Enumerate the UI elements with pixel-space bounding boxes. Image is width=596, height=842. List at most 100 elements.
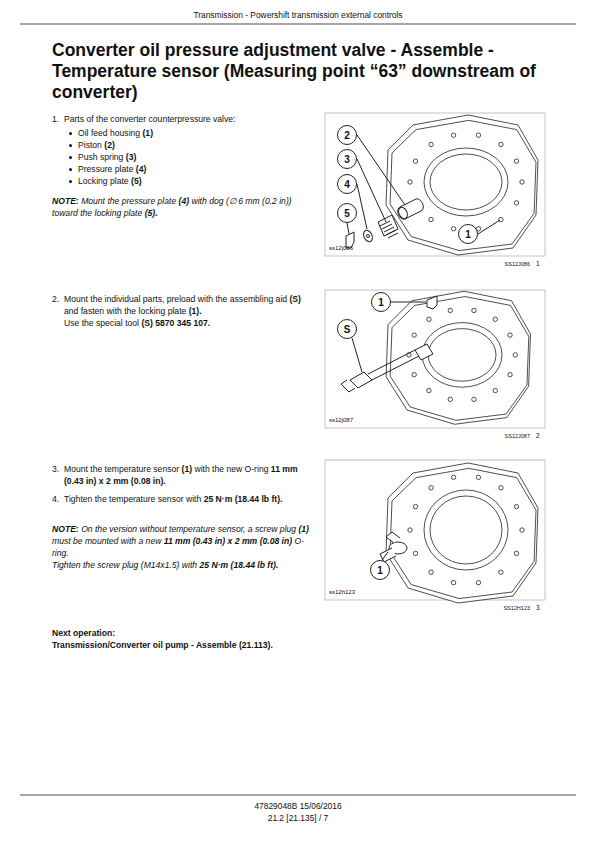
part-item-part: Oil feed housing xyxy=(78,128,140,138)
callout-number: 4 xyxy=(344,179,350,190)
figure-ref: SS12J087 xyxy=(470,432,530,441)
step-text: Use the special tool (S) 5870 345 107. xyxy=(64,317,316,329)
step-number-part: 3. xyxy=(52,464,59,474)
step-number-part: 4. xyxy=(52,494,59,504)
note-text: Tighten the screw plug (M14x1.5) with 25… xyxy=(52,559,314,571)
part-item-part: (3) xyxy=(126,152,137,162)
step-number: 4. xyxy=(52,493,64,505)
next-operation-part: Next operation: xyxy=(52,628,115,638)
note-text: NOTE: Mount the pressure plate (4) with … xyxy=(52,195,314,219)
note-text-part: NOTE: xyxy=(52,524,79,534)
figure-code: ss12j087 xyxy=(329,416,389,425)
figure-number-part: 2 xyxy=(536,432,540,439)
part-item: Piston (2) xyxy=(78,139,308,151)
step-text: Parts of the converter counterpressure v… xyxy=(64,113,316,125)
step-text-part: (1). xyxy=(189,306,202,316)
callout-number: 1 xyxy=(377,565,383,576)
figure-number: 3 xyxy=(536,603,546,612)
note-text-part: 25 N·m (18.44 lb ft). xyxy=(200,560,279,570)
part-item-part: (5) xyxy=(131,176,142,186)
figure-ref: SS12H123 xyxy=(470,604,530,613)
step-text: Mount the individual parts, preload with… xyxy=(64,293,316,317)
part-item-part: (4) xyxy=(136,164,147,174)
step-text-part: (S) 5870 345 107. xyxy=(141,318,210,328)
step-text-part: Mount the individual parts, preload with… xyxy=(64,294,287,304)
figure-code-part: ss12j086 xyxy=(329,245,353,251)
callout-circle: 3 xyxy=(337,149,357,169)
bullet xyxy=(69,180,72,183)
bullet xyxy=(69,156,72,159)
part-item-part: (2) xyxy=(104,140,115,150)
note-text-part: NOTE: xyxy=(52,196,79,206)
note-text-part: must be mounted with a new xyxy=(52,536,161,546)
note-text-part: (5). xyxy=(145,208,158,218)
callout-circle: 5 xyxy=(337,203,357,223)
part-item-part: Locking plate xyxy=(78,176,129,186)
callout-circle: 4 xyxy=(337,174,357,194)
callout-circle: 1 xyxy=(370,560,390,580)
step-text-part: (S) xyxy=(289,294,300,304)
note-text-part: 11 mm (0.43 in) x 2 mm (0.08 in) xyxy=(164,536,292,546)
step-number-part: 2. xyxy=(52,294,59,304)
callout-number: S xyxy=(344,324,351,335)
note-text-part: (1) xyxy=(298,524,309,534)
page-title: Converter oil pressure adjustment valve … xyxy=(52,40,552,103)
step-text-part: Use the special tool xyxy=(64,318,139,328)
step-text-part: and fasten with the locking plate xyxy=(64,306,186,316)
next-operation-part: Transmission/Converter oil pump - Assemb… xyxy=(52,640,273,650)
callout-number: 1 xyxy=(378,297,384,308)
callout-number: 5 xyxy=(344,208,350,219)
bullet xyxy=(69,168,72,171)
figure-ref-part: SS12H123 xyxy=(503,605,530,611)
step-text-part: Parts of the converter counterpressure v… xyxy=(64,114,235,124)
figure-code: ss12h123 xyxy=(329,588,389,597)
part-item: Oil feed housing (1) xyxy=(78,127,308,139)
note-text-part: On the version without temperature senso… xyxy=(81,524,296,534)
figure-number: 1 xyxy=(536,259,546,268)
step-text-part: with the new O-ring xyxy=(194,464,268,474)
part-item: Locking plate (5) xyxy=(78,175,308,187)
callout-number: 1 xyxy=(465,229,471,240)
figure-number-part: 3 xyxy=(536,604,540,611)
callout-number: 3 xyxy=(344,154,350,165)
figure-number-part: 1 xyxy=(536,260,540,267)
step-number: 1. xyxy=(52,113,64,125)
figure-number: 2 xyxy=(536,431,546,440)
figure-ref-part: SS12J087 xyxy=(505,433,530,439)
figure-code-part: ss12j087 xyxy=(329,417,353,423)
figure-ref-part: SS12J086 xyxy=(505,261,530,267)
step-text: Mount the temperature sensor (1) with th… xyxy=(64,463,316,487)
callout-number: 2 xyxy=(344,130,350,141)
page-header-part: Transmission - Powershift transmission e… xyxy=(193,10,402,20)
callout-circle: 2 xyxy=(337,125,357,145)
part-item-part: (1) xyxy=(143,128,154,138)
step-number: 2. xyxy=(52,293,64,305)
note-text-part: (4) xyxy=(179,196,190,206)
part-item: Pressure plate (4) xyxy=(78,163,308,175)
step-number: 3. xyxy=(52,463,64,475)
page-header: Transmission - Powershift transmission e… xyxy=(20,9,576,21)
next-operation: Transmission/Converter oil pump - Assemb… xyxy=(52,639,352,651)
step-text-part: (1) xyxy=(182,464,193,474)
callout-circle: 1 xyxy=(371,292,391,312)
callout-circle: S xyxy=(337,319,357,339)
note-text-part: Tighten the screw plug (M14x1.5) with xyxy=(52,560,197,570)
note-text: NOTE: On the version without temperature… xyxy=(52,523,314,559)
part-item: Push spring (3) xyxy=(78,151,308,163)
next-operation: Next operation: xyxy=(52,627,352,639)
page-number: 21.2 [21.135] / 7 xyxy=(20,812,576,824)
figure-ref: SS12J086 xyxy=(470,260,530,269)
note-text-part: Mount the pressure plate xyxy=(81,196,176,206)
step-text: Tighten the temperature sensor with 25 N… xyxy=(64,493,316,505)
part-item-part: Piston xyxy=(78,140,102,150)
step-number-part: 1. xyxy=(52,114,59,124)
figure-code-part: ss12h123 xyxy=(329,589,355,595)
part-item-part: Pressure plate xyxy=(78,164,133,174)
page-number-part: 21.2 [21.135] / 7 xyxy=(268,813,329,823)
step-text-part: 25 N·m (18.44 lb ft). xyxy=(204,494,283,504)
bullet xyxy=(69,144,72,147)
step-text-part: Tighten the temperature sensor with xyxy=(64,494,201,504)
footer-code: 47829048B 15/06/2016 xyxy=(20,800,576,812)
footer-code-part: 47829048B 15/06/2016 xyxy=(254,801,341,811)
